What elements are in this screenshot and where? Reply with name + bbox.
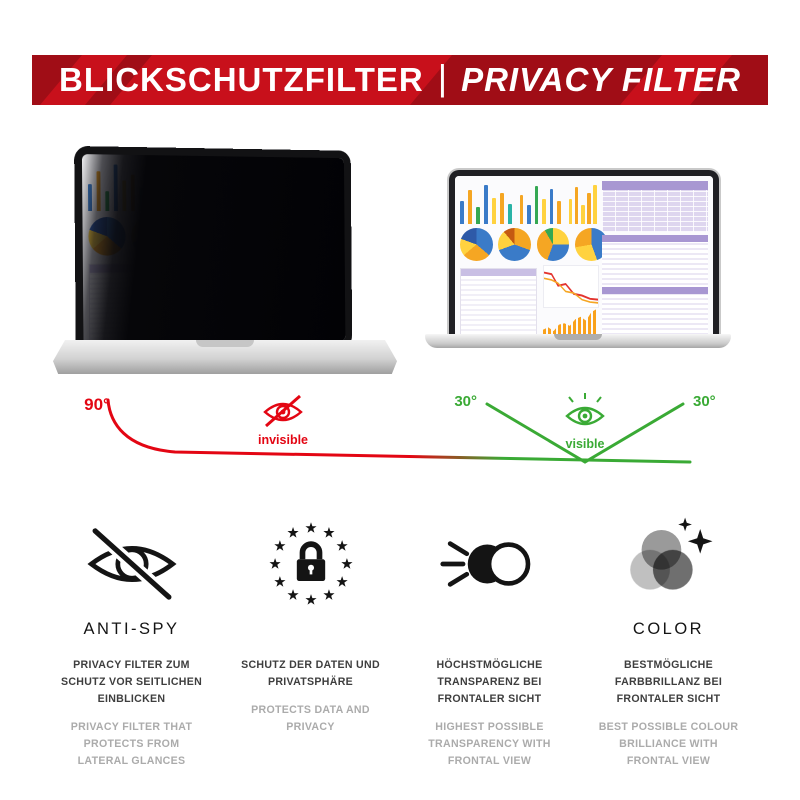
feature-label [227,620,394,644]
feature-text-german: HÖCHSTMÖGLICHE TRANSPARENZ BEI FRONTALER… [436,659,543,705]
gdpr-stars-lock-icon [227,512,394,616]
bar [508,203,512,224]
angle-diagram-svg: 90° 30° 30° invisible visible [84,393,716,464]
bar [492,198,496,224]
table-header-strip [602,235,708,243]
bar [587,192,591,224]
bar [534,185,539,224]
feature-anti-spy: ANTI-SPY PRIVACY FILTER ZUM SCHUTZ VOR S… [48,512,215,770]
feature-text-english: PROTECTS DATA AND PRIVACY [251,703,370,733]
viewing-angle-diagram: 90° 30° 30° invisible visible [40,388,760,476]
angle-90-label: 90° [84,395,110,414]
feature-text-english: HIGHEST POSSIBLE TRANSPARENCY WITH FRONT… [428,720,551,767]
laptop-angled-screen [74,145,353,358]
bar [557,201,561,224]
mini-histogram-orange [542,308,597,336]
banner-title: BLICKSCHUTZFILTER | PRIVACY FILTER [32,55,768,105]
color-brilliance-circles-icon [585,512,752,616]
feature-text-english: BEST POSSIBLE COLOUR BRILLIANCE WITH FRO… [598,720,739,767]
header-banner: BLICKSCHUTZFILTER | PRIVACY FILTER [32,55,768,105]
dashboard-front [455,176,713,340]
feature-text-german: PRIVACY FILTER ZUM SCHUTZ VOR SEITLICHEN… [60,659,203,705]
pie-chart [498,228,532,262]
banner-title-german: BLICKSCHUTZFILTER [59,61,424,98]
mini-tables-right [602,235,708,336]
laptop-angled-privacy-view [53,145,397,384]
laptop-front-screen [449,170,719,346]
bar [519,194,524,224]
visible-eye-icon [565,393,605,426]
laptop-angled-base [53,340,397,374]
mini-pie-charts [460,228,608,262]
bar [484,184,488,224]
angle-30-left-label: 30° [454,393,477,410]
mini-bar-chart [568,183,597,224]
anti-spy-eye-icon [48,512,215,616]
line-chart-svg [543,271,598,304]
pie-chart [460,228,493,262]
feature-text-german: BESTMÖGLICHE FARBBRILLANZ BEI FRONTALER … [614,659,723,705]
feature-label: COLOR [632,620,705,638]
invisible-eye-icon [263,394,303,428]
viewing-arc [106,398,692,464]
pie-chart [536,228,570,262]
privacy-filter-dark-overlay [81,154,346,350]
bar [549,188,554,224]
bar [580,205,585,224]
mini-bar-chart [519,183,561,224]
bar [468,189,472,224]
bar [574,187,579,224]
transparency-sun-lens-icon [406,512,573,616]
feature-text-english: PRIVACY FILTER THAT PROTECTS FROM LATERA… [70,720,193,767]
banner-separator: | [437,57,448,98]
visible-cone [485,402,685,464]
bar [476,207,480,224]
bar [568,198,573,224]
feature-data-protection: SCHUTZ DER DATEN UND PRIVATSPHÄRE PROTEC… [227,512,394,770]
banner-accent-shapes [32,55,768,105]
feature-label: ANTI-SPY [83,620,180,638]
angle-30-right-label: 30° [693,393,716,410]
feature-text-german: SCHUTZ DER DATEN UND PRIVATSPHÄRE [241,659,380,688]
banner-title-english: PRIVACY FILTER [461,61,741,98]
mini-table-left [460,267,537,338]
table-header-strip [602,287,708,295]
invisible-label: invisible [258,433,308,447]
visible-label: visible [566,437,605,451]
feature-columns: ANTI-SPY PRIVACY FILTER ZUM SCHUTZ VOR S… [48,512,752,770]
bar [460,201,464,224]
bar [593,184,597,224]
feature-label [406,620,573,644]
mini-line-chart [542,264,599,308]
bar [500,192,504,224]
laptop-front-view [425,170,731,366]
bar [527,205,531,224]
bar [542,198,546,224]
mini-bar-chart [460,183,512,224]
mini-table-purple [602,180,708,232]
feature-transparency: HÖCHSTMÖGLICHE TRANSPARENZ BEI FRONTALER… [406,512,573,770]
feature-color: COLOR BESTMÖGLICHE FARBBRILLANZ BEI FRON… [585,512,752,770]
laptop-front-base [425,334,731,348]
